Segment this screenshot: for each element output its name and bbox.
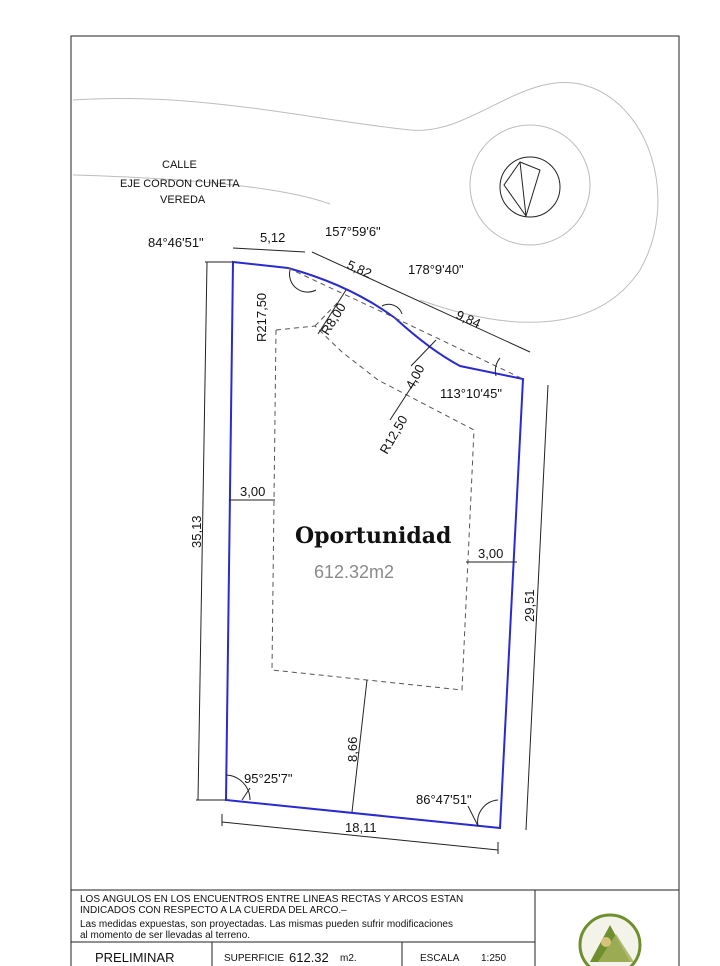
north-arrow-icon xyxy=(503,161,541,218)
angle-bottom-right: 86°47'51" xyxy=(416,792,472,807)
roundabout-inner xyxy=(499,156,561,218)
status-label: PRELIMINAR xyxy=(95,950,174,965)
dim-top-segment-3: 9,84 xyxy=(454,307,483,331)
scale-label: ESCALA xyxy=(420,953,460,964)
surface-unit: m2. xyxy=(340,953,357,964)
roundabout-outer xyxy=(469,124,591,246)
building-envelope xyxy=(271,325,475,691)
title-block xyxy=(71,889,679,966)
dim-left-side: 35,13 xyxy=(189,515,204,548)
angle-top-arc-start: 157°59'6" xyxy=(325,224,381,239)
street-axis-label: EJE CORDON CUNETA xyxy=(120,178,240,190)
scale-value: 1:250 xyxy=(481,953,506,964)
lot-area: 612.32m2 xyxy=(314,562,394,582)
dim-rear-setback: 8,66 xyxy=(345,737,360,762)
angle-arcs xyxy=(225,269,501,827)
note-line-4: al momento de ser llevadas al terreno. xyxy=(80,930,250,941)
note-line-1: LOS ANGULOS EN LOS ENCUENTROS ENTRE LINE… xyxy=(80,894,463,905)
front-setback: 4,00 xyxy=(402,362,427,391)
dim-left-setback: 3,00 xyxy=(240,484,265,499)
angle-top-arc-mid: 178°9'40" xyxy=(408,262,464,277)
dim-bottom: 18,11 xyxy=(345,820,377,835)
dimension-lines xyxy=(196,247,549,854)
angle-bottom-left: 95°25'7" xyxy=(244,771,293,786)
radius-12: R12,50 xyxy=(377,413,411,457)
surface-value: 612.32 xyxy=(289,950,329,965)
angle-top-left: 84°46'51" xyxy=(148,235,204,250)
construction-lines xyxy=(271,267,524,691)
dim-right-side: 29,51 xyxy=(522,589,537,622)
angle-right-top: 113°10'45" xyxy=(440,386,502,401)
surface-label: SUPERFICIE xyxy=(224,953,284,964)
sheet-border xyxy=(70,35,680,966)
lot-title: Oportunidad xyxy=(295,523,451,549)
note-line-3: Las medidas expuestas, son proyectadas. … xyxy=(80,919,453,930)
street-geometry xyxy=(72,82,659,323)
dim-top-segment-1: 5,12 xyxy=(260,230,285,245)
street-label: CALLE xyxy=(162,159,197,171)
note-line-2: INDICADOS CON RESPECTO A LA CUERDA DEL A… xyxy=(80,905,347,916)
dim-right-setback: 3,00 xyxy=(478,546,503,561)
sidewalk-label: VEREDA xyxy=(160,194,206,206)
radius-big: R217,50 xyxy=(254,293,269,342)
dim-top-segment-2: 5,82 xyxy=(345,257,374,281)
company-logo xyxy=(578,913,642,966)
